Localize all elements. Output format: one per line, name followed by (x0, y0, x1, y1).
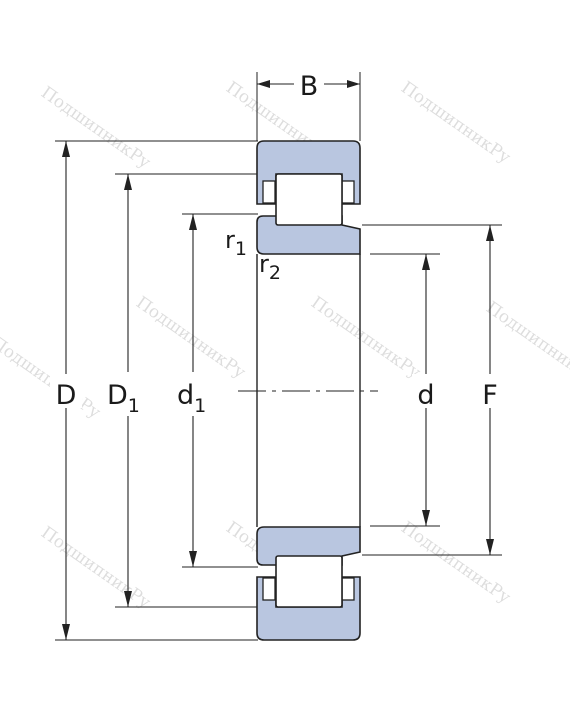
dimension-b: B (257, 68, 360, 102)
label-chamfer-2-sub: 2 (269, 262, 281, 284)
label-outer-shoulder: D1 (107, 380, 140, 417)
label-b: B (300, 71, 319, 102)
arrowhead-icon (486, 539, 494, 555)
label-chamfer-1-main: r (225, 226, 235, 254)
label-chamfer-1: r1 (225, 226, 247, 260)
label-inner-shoulder-background (174, 372, 216, 416)
label-inner-shoulder-main: d (177, 380, 194, 411)
label-bore-background (412, 374, 440, 408)
watermark-text: ПодшипникРу (397, 518, 514, 608)
bottom-roller (275, 555, 343, 608)
label-chamfer-1-sub: 1 (235, 238, 247, 260)
arrowhead-icon (486, 225, 494, 241)
arrowhead-icon (124, 591, 132, 607)
label-b-background (294, 68, 324, 100)
dimension-inner-shoulder: d1 (174, 214, 216, 567)
arrowhead-icon (62, 624, 70, 640)
label-bore: d (417, 380, 434, 411)
watermark-text: ПодшипникРу (307, 293, 424, 383)
arrowhead-icon (347, 80, 360, 88)
top-cage-left (262, 180, 276, 204)
dimension-raceway: F (476, 225, 504, 555)
arrowhead-icon (189, 551, 197, 567)
bottom-cage-left (262, 577, 276, 601)
bore-outline (238, 254, 378, 527)
label-outer-shoulder-sub: 1 (128, 395, 140, 417)
top-roller (275, 173, 343, 226)
watermark-text: ПодшипникРу (132, 293, 249, 383)
dimension-bore: d (412, 254, 440, 526)
dimension-outer-diameter: D (50, 141, 82, 640)
label-outer-shoulder-background (104, 372, 152, 416)
label-outer-diameter: D (56, 380, 77, 411)
arrowhead-icon (257, 80, 270, 88)
watermark-text: ПодшипникРу (37, 523, 154, 613)
arrowhead-icon (422, 510, 430, 526)
label-outer-diameter-background (50, 374, 82, 408)
watermark-text: ПодшипникРу (397, 78, 514, 168)
bottom-section (256, 526, 361, 641)
bottom-cage-right (341, 577, 355, 601)
label-chamfer-2: r2 (259, 250, 281, 284)
label-chamfer-2-main: r (259, 250, 269, 278)
label-inner-shoulder: d1 (177, 380, 206, 417)
dimension-outer-shoulder: D1 (104, 174, 152, 607)
label-raceway-background (476, 374, 504, 408)
chamfer-labels: r1 r2 (225, 226, 281, 284)
arrowhead-icon (189, 214, 197, 230)
arrowhead-icon (124, 174, 132, 190)
label-raceway: F (482, 380, 498, 411)
arrowhead-icon (62, 141, 70, 157)
label-inner-shoulder-sub: 1 (194, 395, 206, 417)
arrowhead-icon (422, 254, 430, 270)
label-outer-shoulder-main: D (107, 380, 128, 411)
watermark-text: ПодшипникРу (37, 83, 154, 173)
top-section (256, 140, 361, 255)
top-cage-right (341, 180, 355, 204)
